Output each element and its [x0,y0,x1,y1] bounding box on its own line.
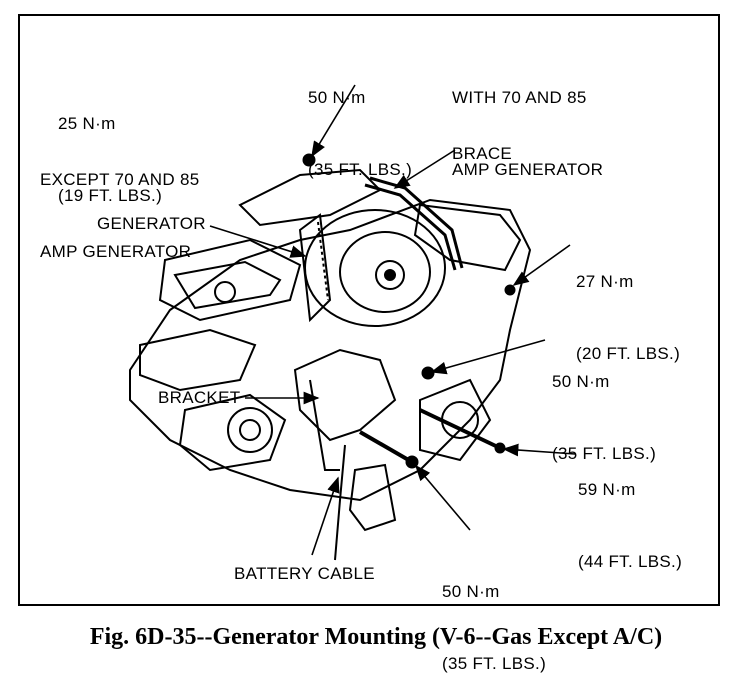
figure-caption: Fig. 6D-35--Generator Mounting (V-6--Gas… [89,624,663,650]
torque-label-50-mid: 50 N·m (35 FT. LBS.) [552,372,657,463]
except-note-label: EXCEPT 70 AND 85 AMP GENERATOR [40,170,200,261]
leader-lines [209,84,576,556]
torque-label-50-top: 50 N·m (35 FT. LBS.) [308,88,413,179]
torque-label-50-bottom: 50 N·m (35 FT. LBS.) [442,582,547,673]
torque-label-27: 27 N·m (20 FT. LBS.) [576,272,681,363]
torque-label-25: 25 N·m (19 FT. LBS.) [58,114,163,205]
battery-cable-label: BATTERY CABLE [234,564,375,583]
brace-part [364,176,464,271]
torque-label-59: 59 N·m (44 FT. LBS.) [578,480,683,571]
with-note-label: WITH 70 AND 85 AMP GENERATOR [452,88,604,179]
bracket-part [293,348,397,471]
generator-unit [298,209,446,327]
brace-label: BRACE [452,144,513,163]
battery-cable [334,444,346,561]
engine-diagram [129,84,576,561]
generator-label: GENERATOR [97,214,206,233]
bracket-label: BRACKET [158,388,241,407]
